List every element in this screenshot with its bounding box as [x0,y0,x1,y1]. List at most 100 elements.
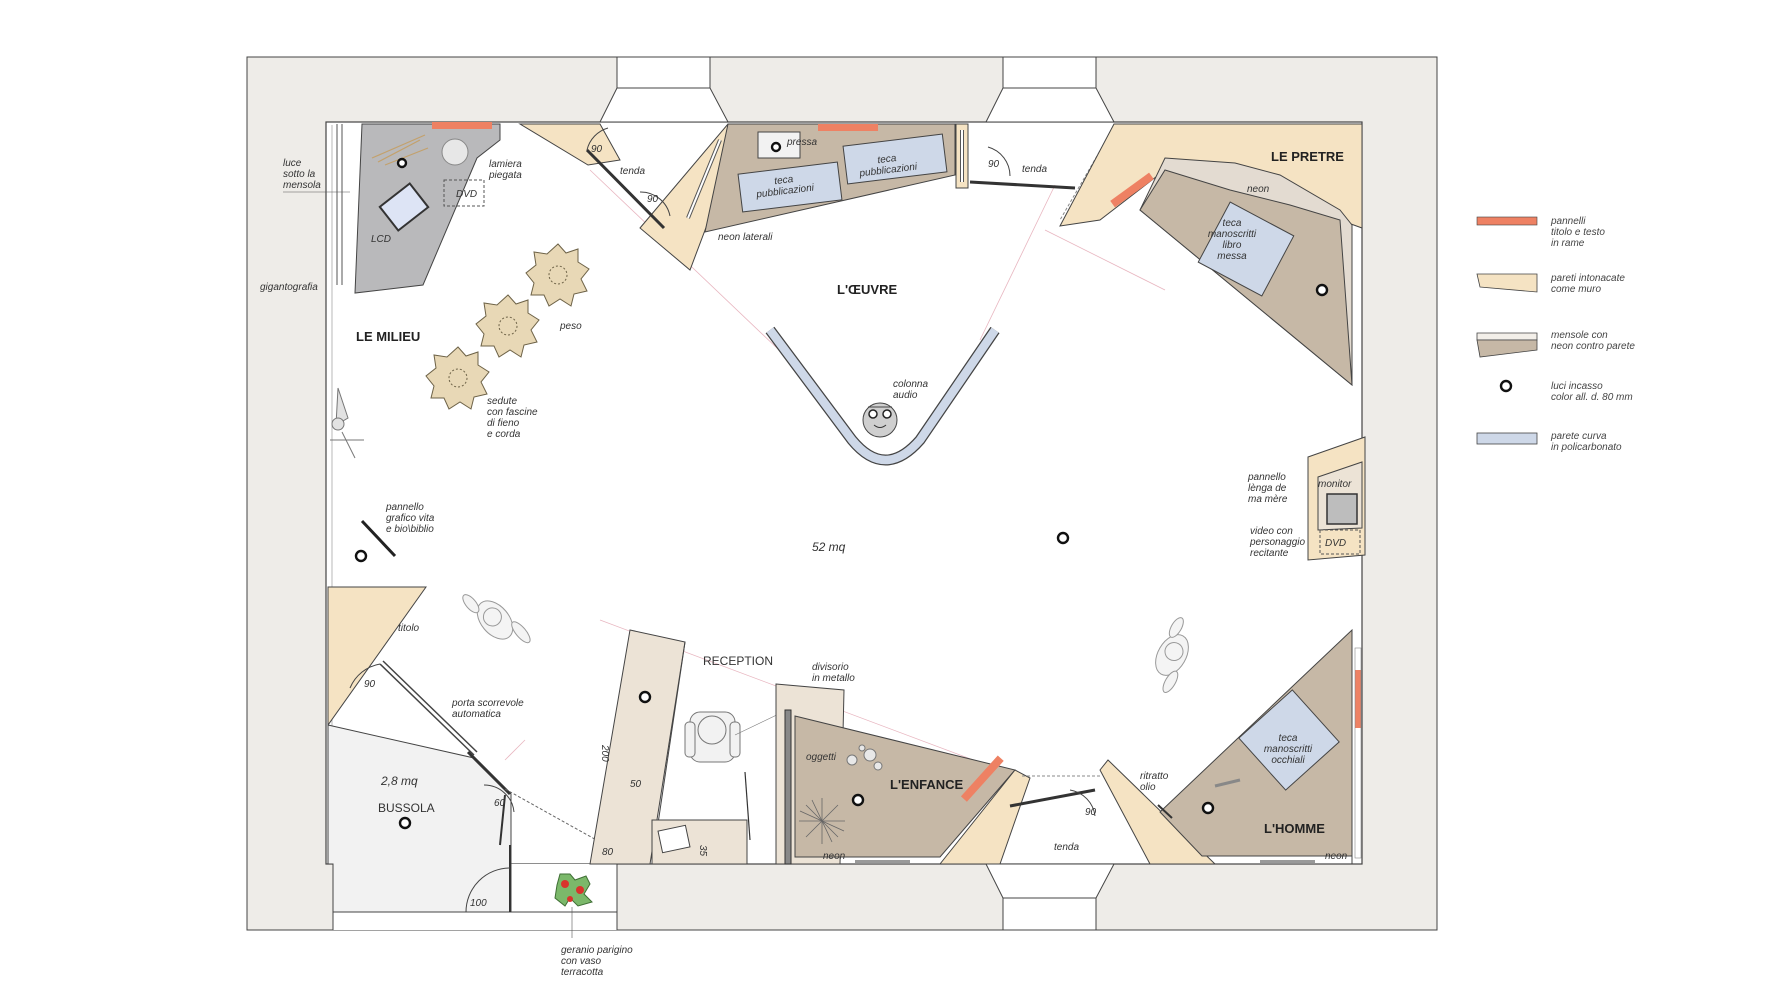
label-monitor: monitor [1318,479,1352,490]
area-main: 52 mq [812,540,846,554]
label-titolo: titolo [398,623,420,634]
guide-line [589,169,801,371]
hay-stick [384,147,429,166]
hay-seats [425,243,590,410]
curved-polycarbonate-wall-fill [766,327,999,465]
ceiling-light [1056,531,1070,545]
door-swing [349,663,381,689]
legend-swatch-shelf [1476,339,1538,358]
dim-80: 80 [602,847,614,858]
zone-enfance [775,683,1031,865]
label-tenda: tenda [620,166,645,177]
zone-milieu [283,122,501,294]
legend-swatch-light-icon [1499,379,1513,393]
curtain-rail [585,148,666,230]
visitor-figure [462,594,531,644]
reception-glass [744,771,751,841]
ceiling-light [398,816,412,830]
ceiling-light [1201,801,1215,815]
door-leaf [499,794,506,846]
legend-swatch-polycarbonate [1476,432,1538,445]
ceiling-light [1315,283,1329,297]
door-leaf [504,788,601,843]
label-oggetti: oggetti [806,752,837,763]
visitor-figure [1155,617,1189,693]
door-swing [586,127,609,151]
dim-90: 90 [591,144,603,155]
zone-label-milieu: LE MILIEU [356,329,420,344]
window-niche-top-left [599,56,729,123]
copper-panel [1355,670,1361,728]
curtain-rail [969,180,1076,190]
ceiling-light [354,549,368,563]
hay-stick [371,134,426,159]
zone-labels: LE MILIEU L'ŒUVRE LE PRETRE L'ENFANCE L'… [356,149,1344,836]
curtain-rail [1009,788,1096,808]
copper-panel [818,124,878,131]
guide-line [504,739,526,761]
phone [657,824,691,854]
ceiling-light [396,157,408,169]
dvd-box [443,179,485,207]
guide-line [979,184,1056,341]
label-pressa: pressa [786,137,817,148]
dim-50: 50 [630,779,642,790]
neon-strip [1260,860,1315,863]
copper-panel [432,122,492,129]
ritratto-leader [1157,804,1173,819]
dim-90: 90 [364,679,376,690]
zone-bussola [327,724,601,913]
zone-label-reception: RECEPTION [703,654,773,668]
door-rail [466,750,512,796]
dim-90: 90 [647,194,659,205]
door-swing [483,784,515,813]
display-case-glasses [1238,689,1340,791]
dim-60: 60 [494,798,506,809]
zone-label-enfance: L'ENFANCE [890,777,963,792]
reception-desk [589,629,686,865]
sliding-door-rail [382,660,478,753]
pannello-grafico-panel [360,519,397,558]
zone-homme [1099,628,1362,865]
display-case-missal [1197,201,1295,297]
area-bussola: 2,8 mq [380,774,418,788]
sliding-door-rail [379,663,475,756]
legend-swatch-plaster [1476,273,1538,293]
door-swing [465,867,511,913]
display-case-publications-2 [842,133,948,185]
neon-strip [855,860,910,863]
titolo-wall [327,586,427,727]
zone-pretre [1059,123,1363,387]
neon-lateral [687,139,721,219]
neon-burst [799,798,845,844]
copper-panel [1110,172,1154,208]
ceiling-light [851,793,865,807]
label-tenda: tenda [1022,164,1047,175]
glasses-object [1214,778,1241,788]
metal-divider [784,709,792,865]
zone-label-bussola: BUSSOLA [378,801,435,815]
reception-chair [684,711,741,763]
dim-90: 90 [1085,807,1097,818]
lcd-screen [378,182,430,232]
